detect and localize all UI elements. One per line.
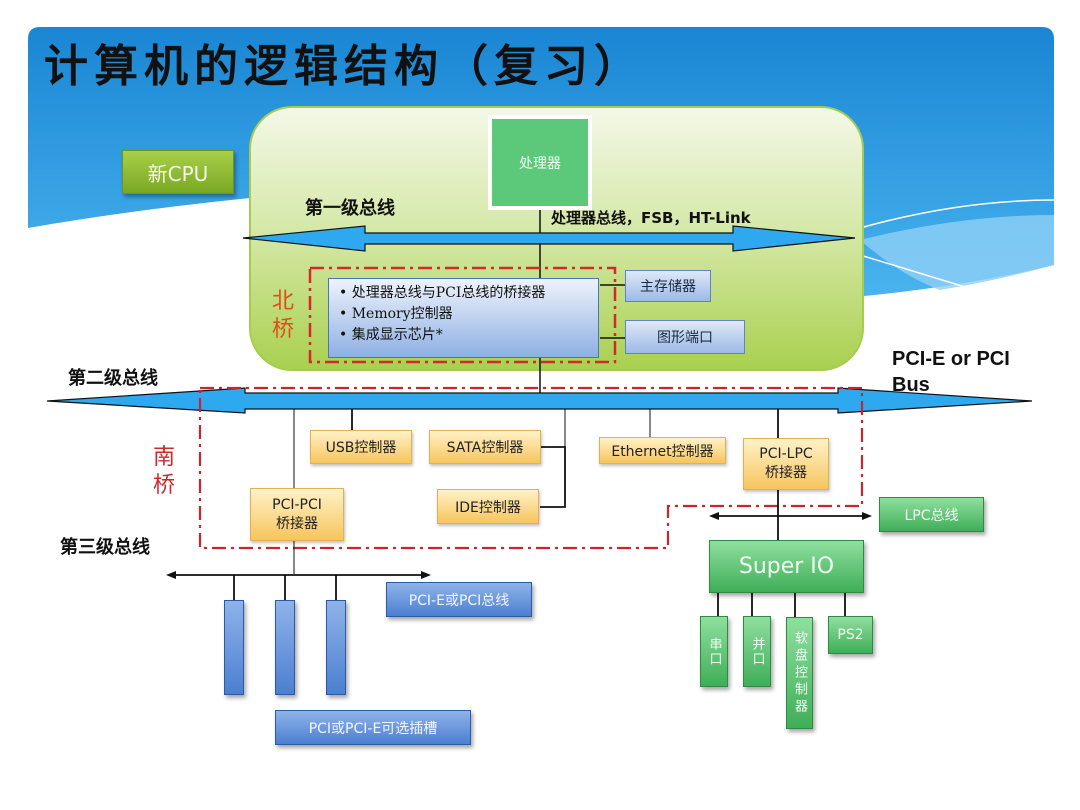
ethernet-controller-box: Ethernet控制器: [599, 437, 726, 464]
expansion-slot-2[interactable]: [275, 600, 295, 695]
level2-bus-desc: PCI-E or PCI Bus: [892, 348, 1010, 396]
ide-controller-box: IDE控制器: [437, 489, 539, 524]
main-memory-box: 主存储器: [625, 270, 711, 302]
super-io-box: Super IO: [709, 540, 864, 593]
south-bridge-label: 南桥: [152, 445, 175, 498]
parallel-port-box: 并口: [743, 616, 771, 687]
expansion-slot-1[interactable]: [224, 600, 244, 695]
usb-controller-box: USB控制器: [310, 430, 412, 464]
ps2-port-box: PS2: [828, 616, 873, 654]
nb-item: Memory控制器: [339, 304, 453, 325]
north-bridge-frame: [308, 266, 617, 364]
level1-bus-arrow: [242, 225, 856, 252]
graphics-port-box: 图形端口: [625, 320, 745, 354]
level3-bus-label: 第三级总线: [60, 537, 150, 558]
north-bridge-label: 北桥: [271, 289, 294, 342]
level1-bus-label: 第一级总线: [305, 198, 395, 219]
swoosh-light: [860, 215, 1054, 290]
slide-title: 计算机的逻辑结构（复习）: [44, 41, 644, 92]
north-bridge-functions: 处理器总线与PCI总线的桥接器 Memory控制器 集成显示芯片*: [328, 278, 599, 358]
nb-item: 处理器总线与PCI总线的桥接器: [339, 283, 546, 304]
level1-bus-desc: 处理器总线，FSB，HT-Link: [551, 209, 751, 227]
lpc-bus-label-box: LPC总线: [879, 497, 984, 532]
south-bridge-frame: [198, 386, 864, 550]
level2-bus-label: 第二级总线: [68, 368, 158, 389]
floppy-controller-box: 软盘控制器: [786, 617, 813, 729]
nb-item: 集成显示芯片*: [339, 325, 443, 346]
expansion-slot-3[interactable]: [326, 600, 346, 695]
level2-bus-arrow: [46, 387, 1033, 414]
serial-port-box: 串口: [700, 616, 728, 687]
slots-label-box: PCI或PCI-E可选插槽: [275, 710, 471, 745]
processor-box: 处理器: [488, 115, 592, 210]
swoosh-line-2: [859, 254, 976, 291]
new-cpu-button[interactable]: 新CPU: [122, 150, 234, 194]
level3-bus-desc-box: PCI-E或PCI总线: [386, 582, 532, 617]
swoosh-line-1: [859, 199, 1055, 229]
sata-controller-box: SATA控制器: [429, 430, 541, 464]
